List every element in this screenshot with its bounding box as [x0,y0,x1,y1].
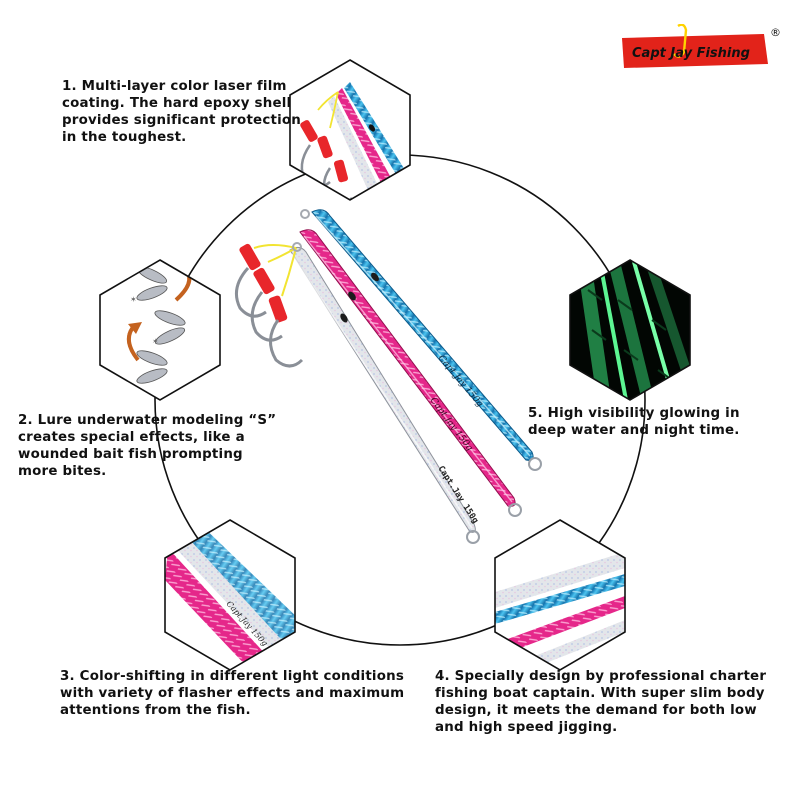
jig-silver [289,246,480,544]
jig-label-blue: Capt.Jay 150g [436,354,485,410]
jig-label-silver: Capt.Jay 150g [435,464,480,525]
registered-mark: ® [770,26,781,39]
svg-text:✶: ✶ [152,337,159,346]
brand-logo-text: Capt Jay Fishing [632,46,750,61]
central-jigs: Capt.Jay 150g Capt.Jay 150g Capt.Jay 150… [234,209,542,544]
hex-slim-body [494,519,626,671]
feature-4-caption: 4. Specially design by professional char… [435,669,767,735]
svg-text:✶: ✶ [130,295,137,304]
feature-3-caption: 3. Color-shifting in different light con… [60,669,405,718]
hex-color-shifting: Capt.Jay 150g [164,519,296,671]
jig-blue [311,209,542,471]
hex-laser-coating [289,59,411,201]
brand-logo: Capt Jay Fishing ® [622,24,781,68]
hex-s-motion: ✶ ✶ ✶ [99,259,221,401]
jig-label-pink: Capt.Jay 150g [428,396,475,454]
hex-glow [569,259,691,401]
feature-1-caption: 1. Multi-layer color laser film coating.… [62,79,301,145]
feature-2-caption: 2. Lure underwater modeling “S” creates … [18,413,277,479]
feature-5-caption: 5. High visibility glowing in deep water… [528,406,740,438]
jig-pink [299,229,522,517]
